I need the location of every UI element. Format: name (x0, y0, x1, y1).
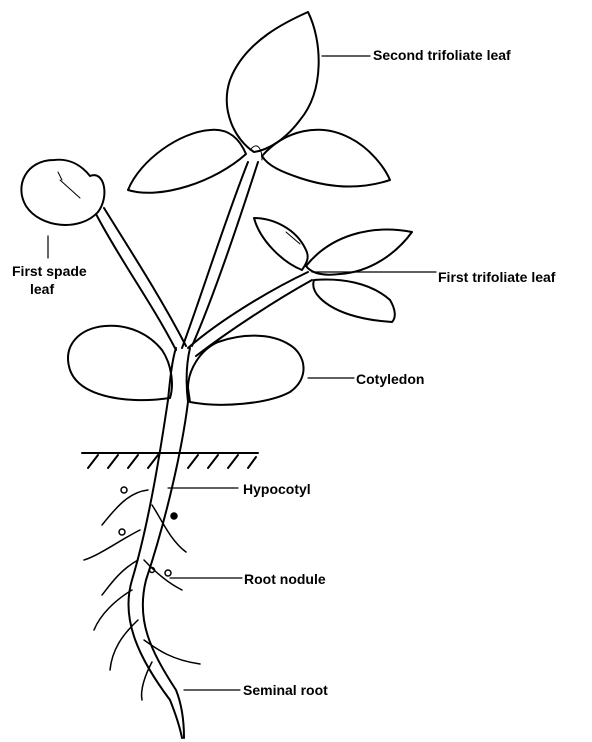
label-first-trifoliate-leaf: First trifoliate leaf (438, 268, 555, 286)
label-root-nodule: Root nodule (244, 570, 326, 588)
label-second-trifoliate-leaf: Second trifoliate leaf (373, 46, 511, 64)
label-cotyledon: Cotyledon (356, 370, 424, 388)
spade-leaf-petiole (96, 208, 186, 350)
label-hypocotyl: Hypocotyl (243, 480, 311, 498)
spade-leaf-vein (58, 172, 80, 198)
first-trifoliate-petiole (188, 272, 312, 356)
lateral-roots (84, 490, 200, 700)
second-trifoliate-leaf (128, 12, 390, 193)
first-trifoliate-leaf (254, 218, 412, 322)
label-seminal-root: Seminal root (243, 681, 328, 699)
first-spade-leaf (21, 160, 104, 225)
soil-line (82, 453, 258, 468)
label-first-spade-leaf-line1: First spade (12, 262, 87, 280)
main-stem (128, 348, 190, 738)
label-first-spade-leaf-line2: leaf (30, 280, 54, 298)
